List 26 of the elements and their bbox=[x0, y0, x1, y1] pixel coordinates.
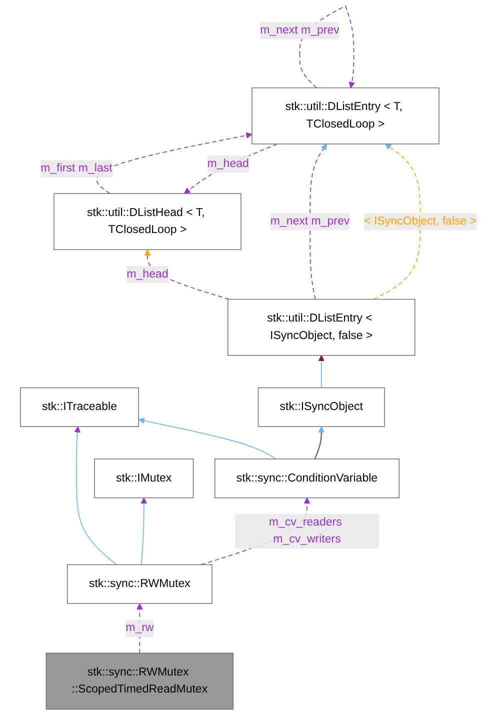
edge-label: m_head bbox=[126, 268, 168, 280]
edge-label: m_rw bbox=[126, 622, 154, 634]
node-box: stk::ITraceable bbox=[20, 387, 139, 427]
node-box: stk::sync::RWMutex bbox=[67, 564, 212, 604]
node-box: stk::sync::ConditionVariable bbox=[214, 458, 400, 498]
arrow bbox=[373, 144, 421, 300]
arrow bbox=[314, 426, 325, 460]
node-box: stk::util::DListEntry < ISyncObject, false > bbox=[228, 298, 416, 356]
node-box: stk::sync::RWMutex ::ScopedTimedReadMutex bbox=[46, 652, 234, 710]
arrow bbox=[96, 132, 252, 194]
node-box: stk::ISyncObject bbox=[258, 387, 385, 427]
arrow bbox=[318, 355, 325, 388]
node-box: stk::IMutex bbox=[94, 458, 194, 498]
arrow bbox=[184, 144, 278, 194]
edge-label: m_cv_readers m_cv_writers bbox=[268, 516, 342, 546]
edge-label: m_head bbox=[207, 158, 249, 170]
arrow bbox=[74, 426, 117, 566]
edge-label: m_next m_prev bbox=[260, 24, 340, 36]
arrow bbox=[138, 418, 276, 460]
edge-label: < ISyncObject, false > bbox=[364, 215, 477, 228]
arrow bbox=[310, 144, 327, 300]
arrow bbox=[140, 498, 148, 566]
node-box: stk::util::DListHead < T, TClosedLoop > bbox=[54, 193, 242, 250]
node-box: stk::util::DListEntry < T, TClosedLoop > bbox=[252, 88, 440, 144]
edge-label: m_next m_prev bbox=[270, 215, 350, 228]
edge-label: m_first m_last bbox=[40, 162, 112, 175]
